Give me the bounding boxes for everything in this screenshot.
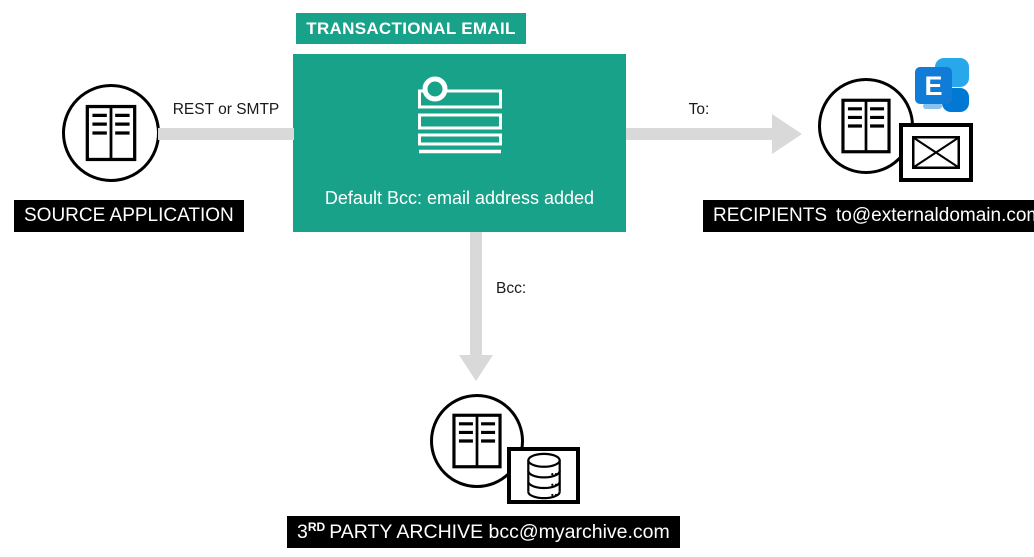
to-arrow-head	[772, 114, 802, 154]
microsoft-exchange-icon: E	[915, 58, 969, 112]
default-bcc-caption: Default Bcc: email address added	[324, 188, 595, 208]
recipients-node	[818, 78, 914, 174]
application-icon	[85, 104, 137, 162]
envelope-badge	[899, 123, 973, 182]
database-badge	[507, 447, 580, 504]
database-icon	[526, 452, 561, 499]
source-application-label: SOURCE APPLICATION	[14, 200, 244, 232]
transactional-email-box: Default Bcc: email address added	[293, 54, 626, 232]
archive-number: 3	[297, 521, 308, 543]
bcc-arrow-head	[459, 355, 493, 381]
recipients-label-text: RECIPIENTS	[713, 205, 828, 226]
archive-ordinal: RD	[307, 519, 326, 534]
to-label: To:	[688, 101, 710, 118]
source-application-node	[62, 84, 160, 182]
bcc-label: Bcc:	[496, 280, 527, 297]
transactional-email-tab: TRANSACTIONAL EMAIL	[296, 13, 526, 44]
envelope-icon	[912, 136, 960, 169]
newsletter-icon	[417, 76, 502, 154]
source-connector-line	[158, 128, 294, 140]
application-icon	[840, 98, 892, 154]
archive-label-text: PARTY ARCHIVE bcc@myarchive.com	[329, 521, 670, 543]
application-icon	[451, 413, 503, 469]
recipients-label: RECIPIENTS to@externaldomain.com	[703, 200, 1034, 232]
rest-or-smtp-label: REST or SMTP	[172, 101, 280, 118]
svg-text:E: E	[924, 71, 942, 101]
bcc-arrow-shaft	[470, 232, 482, 355]
to-arrow-shaft	[626, 128, 772, 140]
recipients-address: to@externaldomain.com	[836, 205, 1034, 226]
